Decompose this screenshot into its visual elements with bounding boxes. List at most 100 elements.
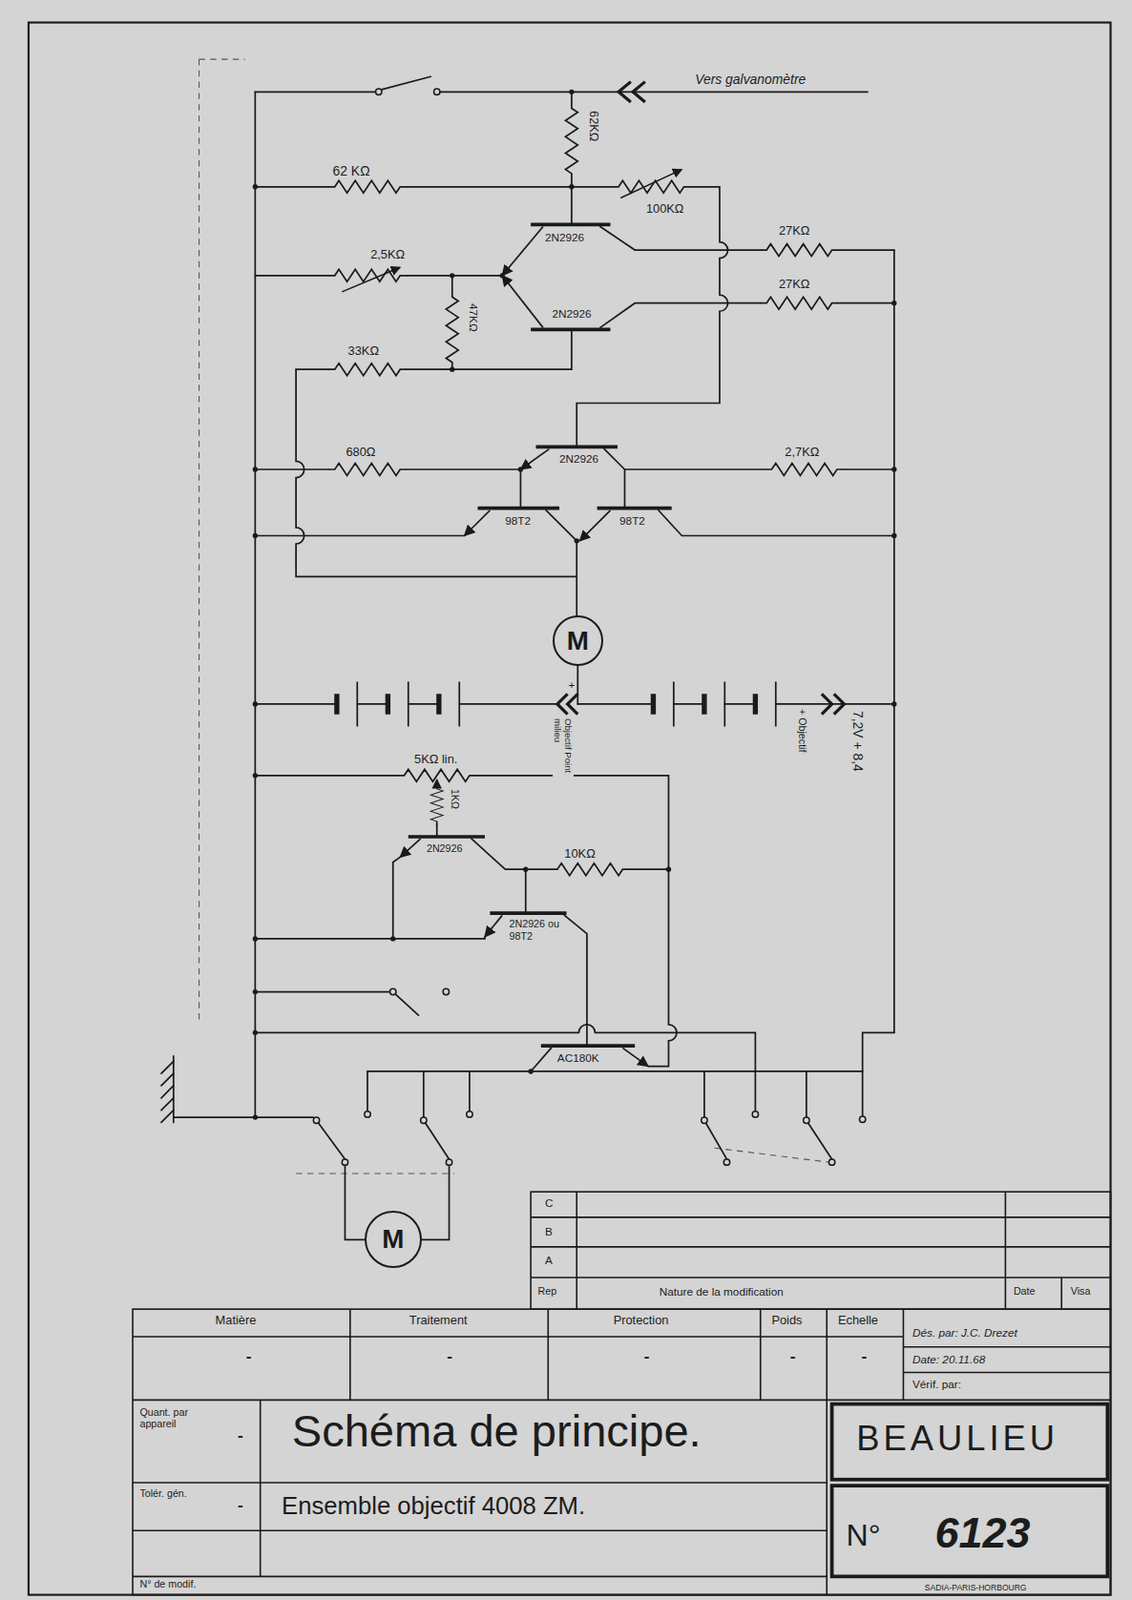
transistor-emitter [464,510,491,537]
switch-contact [445,1159,452,1166]
transistor-emitter [502,226,544,275]
junction-dot [891,701,897,707]
junction-dot [574,538,580,544]
switch-contact [859,1116,865,1123]
polarity-mark: + [567,678,577,692]
table-cell: Dés. par: J.C. Drezet [911,1326,1019,1341]
transistor-type: 2N2926 [550,307,592,321]
dashed-outline [199,59,838,1174]
title-block-frame [832,1404,1109,1578]
junction-dot [252,1030,258,1036]
switch-contact [466,1111,473,1118]
connector-chevron [618,82,646,103]
table-cell: Protection [612,1314,671,1329]
connector-chevron [557,693,578,714]
junction-dot [891,533,897,539]
wire [648,869,677,1067]
title-block-grid [576,1192,1062,1310]
junction-dot [568,89,574,95]
connector-chevron [557,82,845,715]
title-block-grid [530,1217,1111,1279]
junction-dot [527,1069,533,1074]
resistor-value: 62KΩ [586,109,601,143]
switch-contact [376,88,382,95]
resistor-symbol [328,363,406,377]
wire [862,1032,895,1118]
wire [577,703,895,706]
resistor-value: 33KΩ [347,344,380,359]
wire [576,666,579,705]
junction-dot [252,89,898,1121]
transistor-base [408,224,672,1047]
resistor-value: 5KΩ lin. [413,753,459,768]
junction-dot [499,272,504,278]
junction-dot [252,701,258,707]
wire [564,915,587,1047]
supply-voltage: 7,2V + 8,4 [850,710,866,774]
switch-contact [701,1117,708,1124]
resistor-value: 1KΩ [449,788,462,811]
switch-contact [723,1159,730,1166]
table-cell: - [789,1347,797,1367]
title-block-grid [902,1347,1111,1374]
resistor-value: 47KΩ [466,302,481,334]
title-block-grid [132,1400,1112,1595]
table-cell: Date [1012,1285,1037,1298]
switch-contact [752,1111,758,1118]
title-block-grid [132,1192,1112,1595]
resistor-symbol [430,786,443,826]
resistor-value: 10KΩ [563,847,596,862]
potentiometer-arrow [436,779,438,789]
wire [295,368,453,371]
wire [624,469,627,509]
wire [658,510,895,537]
switch-contact [420,1117,427,1124]
title-block-grid [132,1483,827,1577]
table-cell: Tolér. gén. [138,1488,194,1500]
motor-symbol: M [364,1211,422,1269]
switch-contact [364,1111,371,1118]
drawing-subtitle: Ensemble objectif 4008 ZM. [280,1492,587,1522]
switch-contact [828,1159,835,1166]
terminal-name: + Objectif [796,708,809,754]
table-cell: B [544,1225,554,1239]
table-cell: Matière [214,1314,258,1329]
table-cell: Echelle [837,1314,880,1329]
transistor-emitter [484,915,503,937]
transistor-base [489,911,566,916]
transistor-base [541,1044,635,1049]
printer-mark: SADIA-PARIS-HORBOURG [923,1584,1028,1594]
resistor-value: 27KΩ [777,277,811,293]
wire [254,469,521,509]
junction-dot [666,867,671,873]
wire [600,226,895,251]
signal-name: Vers galvanomètre [693,71,807,87]
junction-dot [252,184,258,189]
junction-dot [891,300,897,306]
drawing-frame [28,22,1112,1596]
wire [471,838,669,870]
resistor-symbol [565,102,578,180]
junction-dot [252,533,258,539]
title-block-grid [132,1309,903,1401]
transistor-base [535,445,618,450]
junction-dot [518,466,524,472]
resistor-value: 62 KΩ [332,163,372,179]
wire [295,369,577,577]
switch-contact [313,1117,319,1124]
title-block-frame [832,1486,1109,1577]
transistor-base [408,835,485,839]
transistor-base [530,222,610,227]
transistor-emitter [399,226,649,1067]
transistor-emitter [399,838,420,858]
resistor-symbol [760,296,839,310]
table-cell: Rep [537,1285,559,1298]
junction-dot [252,989,258,995]
wire [173,1056,256,1124]
table-cell: - [245,1347,253,1367]
motor-letter: M [566,628,589,655]
drawing-number: 6123 [934,1509,1032,1559]
transistor-emitter [579,510,610,542]
transistor-type: AC180K [556,1051,601,1066]
transistor-base [477,506,560,511]
